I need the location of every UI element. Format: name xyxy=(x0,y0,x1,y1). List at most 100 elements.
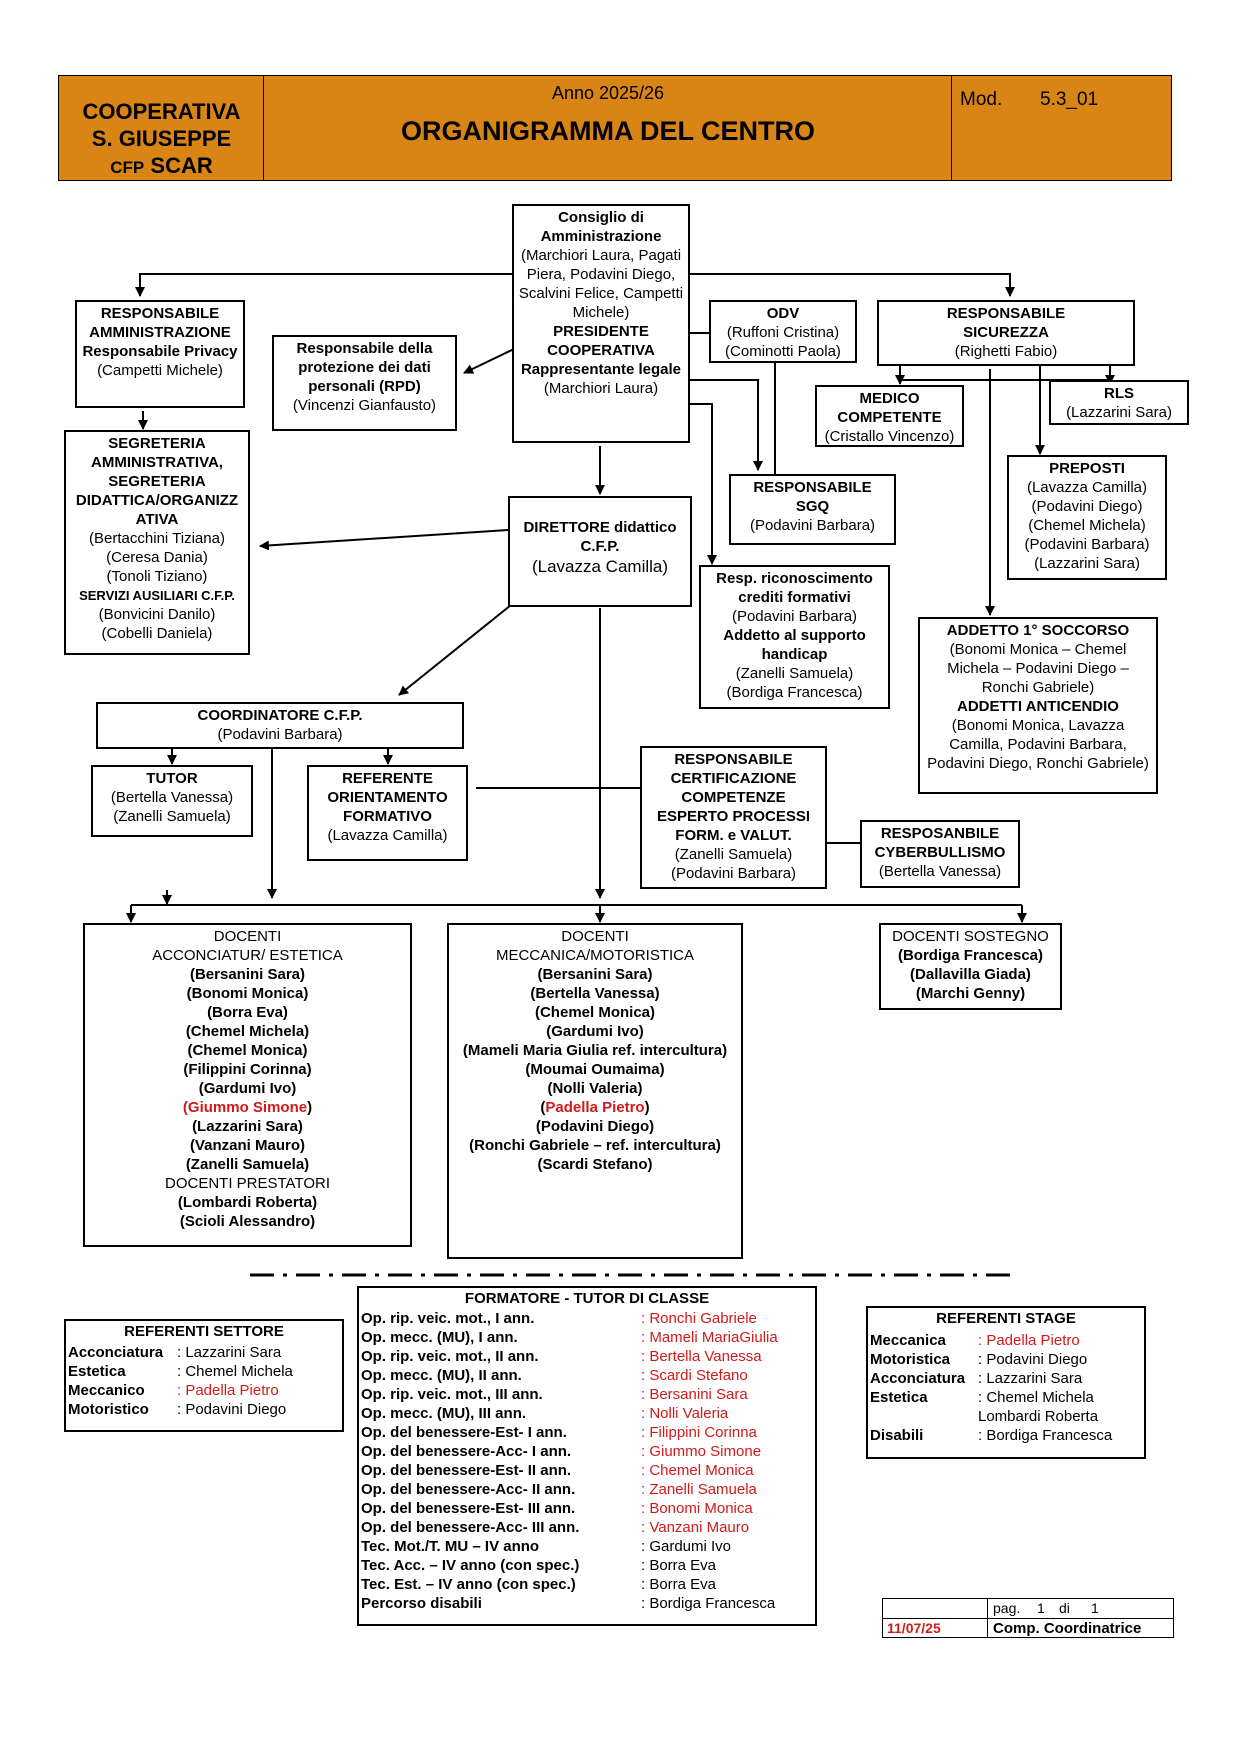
odv-name2: (Cominotti Paola) xyxy=(725,343,841,360)
mod-label: Mod. xyxy=(960,89,1003,110)
formatore-label: Op. mecc. (MU), III ann. xyxy=(361,1405,527,1422)
tutor-title: TUTOR xyxy=(146,770,198,787)
org-cell: COOPERATIVA S. GIUSEPPE CFP SCAR xyxy=(59,76,264,180)
coordinatore-title: COORDINATORE C.F.P. xyxy=(197,707,363,724)
doc-est-name: (Vanzani Mauro) xyxy=(189,1137,305,1154)
org-name-line2: S. GIUSEPPE xyxy=(91,126,232,151)
page-indicator: pag. 1 di 1 xyxy=(987,1599,1173,1619)
resp-amm-name: (Campetti Michele) xyxy=(97,362,223,379)
referente-settore-label: Acconciatura xyxy=(68,1344,164,1361)
segreteria-title: SEGRETERIA AMMINISTRATIVA, SEGRETERIA DI… xyxy=(75,435,239,528)
cda-members: (Marchiori Laura, Pagati Piera, Podavini… xyxy=(518,247,684,321)
referente-orient-title: REFERENTE ORIENTAMENTO FORMATIVO xyxy=(327,770,448,825)
mod-cell: Mod. 5.3_01 xyxy=(952,76,1171,180)
cda-president-name: (Marchiori Laura) xyxy=(543,380,659,397)
node-certificazione: RESPONSABILE CERTIFICAZIONE COMPETENZE E… xyxy=(640,746,827,889)
formatore-value: : Bonomi Monica xyxy=(641,1500,753,1517)
antincendio-title: ADDETTI ANTICENDIO xyxy=(957,698,1119,715)
doc-est-name: (Gardumi Ivo) xyxy=(198,1080,297,1097)
preposti-name: (Podavini Barbara) xyxy=(1024,536,1150,553)
formatore-label: Op. mecc. (MU), II ann. xyxy=(361,1367,522,1384)
node-docenti-estetica: DOCENTI ACCONCIATUR/ ESTETICA (Bersanini… xyxy=(83,923,412,1247)
preposti-title: PREPOSTI xyxy=(1049,460,1125,477)
node-docenti-meccanica: DOCENTI MECCANICA/MOTORISTICA (Bersanini… xyxy=(447,923,743,1259)
footer-table: pag. 1 di 1 11/07/25 Comp. Coordinatrice xyxy=(882,1598,1174,1638)
formatore-row: Percorso disabili: Bordiga Francesca xyxy=(361,1594,813,1613)
referente-stage-value: : Bordiga Francesca xyxy=(978,1427,1113,1444)
referente-stage-value: : Chemel Michela xyxy=(978,1389,1094,1406)
preposti-name: (Podavini Diego) xyxy=(1031,498,1143,515)
referente-stage-value: Lombardi Roberta xyxy=(978,1408,1099,1425)
referente-stage-label: Estetica xyxy=(870,1389,928,1406)
referente-stage-label: Meccanica xyxy=(870,1332,946,1349)
doc-prestatori-name: (Lombardi Roberta) xyxy=(177,1194,318,1211)
certif-title: RESPONSABILE CERTIFICAZIONE COMPETENZE E… xyxy=(656,751,811,844)
doc-mecc-title2: MECCANICA/MOTORISTICA xyxy=(495,947,695,964)
referente-settore-row: Estetica: Chemel Michela xyxy=(68,1362,340,1381)
mod-value: 5.3_01 xyxy=(1040,89,1099,110)
formatore-value: : Ronchi Gabriele xyxy=(641,1310,757,1327)
coordinatore-name: (Podavini Barbara) xyxy=(217,726,343,743)
doc-mecc-name: (Ronchi Gabriele – ref. intercultura) xyxy=(469,1137,721,1154)
doc-mecc-name: (Nolli Valeria) xyxy=(547,1080,643,1097)
referente-stage-row: Meccanica: Padella Pietro xyxy=(870,1331,1142,1350)
formatore-row: Op. rip. veic. mot., I ann. : Ronchi Gabr… xyxy=(361,1309,813,1328)
node-coordinatore: COORDINATORE C.F.P. (Podavini Barbara) xyxy=(96,702,464,749)
referente-stage-value: : Lazzarini Sara xyxy=(978,1370,1083,1387)
formatore-value: : Scardi Stefano xyxy=(641,1367,748,1384)
doc-mecc-name: (Podavini Diego) xyxy=(535,1118,655,1135)
referente-stage-row: Lombardi Roberta xyxy=(870,1407,1142,1426)
doc-mecc-title1: DOCENTI xyxy=(561,928,629,945)
doc-est-name: (Bersanini Sara) xyxy=(189,966,306,983)
certif-name: (Podavini Barbara) xyxy=(670,865,797,882)
referenti-stage-title: REFERENTI STAGE xyxy=(936,1310,1076,1327)
doc-est-title2: ACCONCIATUR/ ESTETICA xyxy=(152,947,343,964)
node-resp-crediti: Resp. riconoscimento crediti formativi (… xyxy=(699,565,890,709)
di-label: di xyxy=(1059,1600,1070,1616)
doc-mecc-name: (Bertella Vanessa) xyxy=(530,985,660,1002)
org-name-line1: COOPERATIVA xyxy=(82,99,241,124)
formatore-row: Op. del benessere-Est- III ann.: Bonomi … xyxy=(361,1499,813,1518)
handicap-name: (Zanelli Samuela) xyxy=(735,665,854,682)
org-scar: SCAR xyxy=(150,153,213,178)
doc-mecc-name: (Chemel Monica) xyxy=(534,1004,655,1021)
formatore-row: Op. del benessere-Acc- I ann.: Giummo Si… xyxy=(361,1442,813,1461)
soccorso-title: ADDETTO 1° SOCCORSO xyxy=(946,622,1130,639)
servizi-ausiliari-title: SERVIZI AUSILIARI C.F.P. xyxy=(79,588,235,603)
formatore-label: Tec. Est. – IV anno (con spec.) xyxy=(361,1576,576,1593)
doc-mecc-name-red: Padella Pietro xyxy=(545,1099,645,1116)
formatore-row: Op. del benessere-Acc- II ann.: Zanelli … xyxy=(361,1480,813,1499)
node-resp-sgq: RESPONSABILE SGQ (Podavini Barbara) xyxy=(729,474,896,545)
odv-title: ODV xyxy=(766,305,800,322)
referenti-settore-title: REFERENTI SETTORE xyxy=(124,1323,284,1340)
servizi-ausiliari-name: (Cobelli Daniela) xyxy=(101,625,213,642)
formatore-row: Tec. Mot./T. MU – IV anno: Gardumi Ivo xyxy=(361,1537,813,1556)
formatore-row: Op. mecc. (MU), II ann. : Scardi Stefano xyxy=(361,1366,813,1385)
formatore-value: : Vanzani Mauro xyxy=(641,1519,750,1536)
handicap-title: Addetto al supporto handicap xyxy=(723,627,866,663)
referente-orient-name: (Lavazza Camilla) xyxy=(327,827,448,844)
segreteria-name: (Ceresa Dania) xyxy=(106,549,208,566)
sgq-name: (Podavini Barbara) xyxy=(749,517,876,534)
formatore-label: Tec. Acc. – IV anno (con spec.) xyxy=(361,1557,580,1574)
page-total: 1 xyxy=(1091,1600,1099,1616)
segreteria-name: (Tonoli Tiziano) xyxy=(106,568,208,585)
doc-mecc-paren: ( xyxy=(540,1099,546,1116)
page-title: ORGANIGRAMMA DEL CENTRO xyxy=(401,116,815,146)
referente-settore-label: Meccanico xyxy=(68,1382,145,1399)
formatore-label: Op. del benessere-Est- II ann. xyxy=(361,1462,572,1479)
formatore-label: Op. del benessere-Acc- II ann. xyxy=(361,1481,576,1498)
doc-mecc-name: (Mameli Maria Giulia ref. intercultura) xyxy=(462,1042,728,1059)
referente-stage-row: Estetica : Chemel Michela xyxy=(870,1388,1142,1407)
preposti-name: (Lavazza Camilla) xyxy=(1026,479,1148,496)
doc-est-title1: DOCENTI xyxy=(213,928,282,945)
formatore-value: : Filippini Corinna xyxy=(641,1424,757,1441)
node-primo-soccorso: ADDETTO 1° SOCCORSO (Bonomi Monica – Che… xyxy=(918,617,1158,794)
doc-mecc-paren: ) xyxy=(644,1099,650,1116)
doc-est-name: (Zanelli Samuela) xyxy=(185,1156,310,1173)
formatore-value: : Borra Eva xyxy=(641,1557,717,1574)
referente-settore-row: Motoristico: Podavini Diego xyxy=(68,1400,340,1419)
resp-sic-title: RESPONSABILE SICUREZZA xyxy=(946,305,1066,341)
formatore-label: Op. rip. veic. mot., I ann. xyxy=(361,1310,535,1327)
resp-amm-title: RESPONSABILE AMMINISTRAZIONE Responsabil… xyxy=(82,305,238,360)
